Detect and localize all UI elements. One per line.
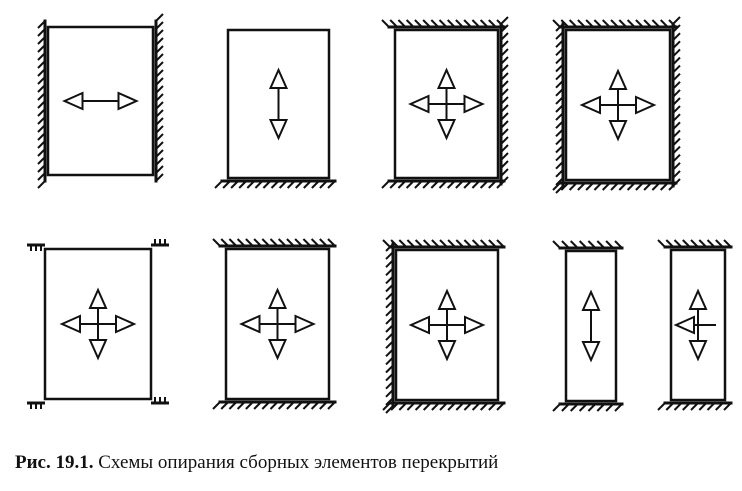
arrow-left-icon [673,315,695,335]
support-schemes-diagram [27,13,733,414]
arrow-right-icon [115,314,137,334]
support-hatching [381,180,505,189]
arrow-up-icon [437,288,457,310]
slab-panel [226,28,331,180]
arrow-right-icon [464,315,486,335]
support-hatching [382,239,505,248]
support-hatching [552,403,623,412]
arrow-left-icon [59,314,81,334]
slab-panel [224,247,331,401]
arrow-down-icon [267,339,288,361]
scheme-panel-row1-1 [37,13,164,189]
scheme-panel-row1-4 [552,16,681,194]
slab-panel [393,28,500,180]
arrow-up-icon [88,287,108,309]
arrow-right-icon [635,95,657,115]
scheme-panel-row1-2 [214,28,337,189]
arrow-down-icon [437,340,457,362]
arrow-left-icon [239,314,261,334]
arrow-up-icon [581,289,601,311]
corner-support-hatching [30,403,42,409]
support-hatching [657,402,732,411]
support-hatching [155,13,164,182]
scheme-panel-row2-5 [657,239,733,411]
arrow-right-icon [117,91,139,111]
slab-panel [46,25,155,177]
arrow-right-icon [463,94,485,114]
support-hatching [657,239,732,248]
support-hatching [552,240,623,249]
slab-panel [564,28,672,182]
support-hatching [212,238,336,247]
scheme-panel-row1-3 [381,16,509,189]
arrow-up-icon [608,68,628,90]
support-hatching [382,402,505,411]
support-hatching [552,182,677,191]
arrow-up-icon [268,67,289,89]
slab-panel [564,249,618,403]
corner-support-hatching [154,397,166,403]
arrow-left-icon [579,95,601,115]
support-hatching [212,401,336,410]
support-hatching [500,16,509,185]
figure-caption: Рис. 19.1. Схемы опирания сборных элемен… [15,452,498,474]
support-hatching [37,20,46,189]
caption-label: Рис. 19.1. [15,452,94,473]
support-hatching [214,180,336,189]
support-hatching [552,19,677,28]
arrow-down-icon [268,119,289,141]
scheme-panel-row2-1 [27,239,169,409]
arrow-down-icon [688,340,708,362]
arrow-down-icon [608,120,628,142]
support-hatching [672,16,681,187]
caption-text: Схемы опирания сборных элементов перекры… [93,452,499,473]
arrow-right-icon [294,314,316,334]
arrow-left-icon [408,94,430,114]
slab-panel [394,248,500,402]
scheme-panel-row2-4 [552,240,624,412]
arrow-up-icon [267,287,288,309]
arrow-down-icon [436,119,457,141]
arrow-left-icon [408,315,430,335]
corner-support-hatching [30,245,42,251]
arrow-down-icon [88,339,108,361]
scheme-panel-row2-3 [382,239,506,414]
scheme-panel-row2-2 [212,238,337,410]
arrow-left-icon [62,91,84,111]
corner-support-hatching [154,239,166,245]
arrow-up-icon [688,288,708,310]
arrow-up-icon [436,67,457,89]
slab-panel [43,247,153,401]
slab-panel [669,248,727,402]
arrow-down-icon [581,341,601,363]
support-hatching [381,19,505,28]
